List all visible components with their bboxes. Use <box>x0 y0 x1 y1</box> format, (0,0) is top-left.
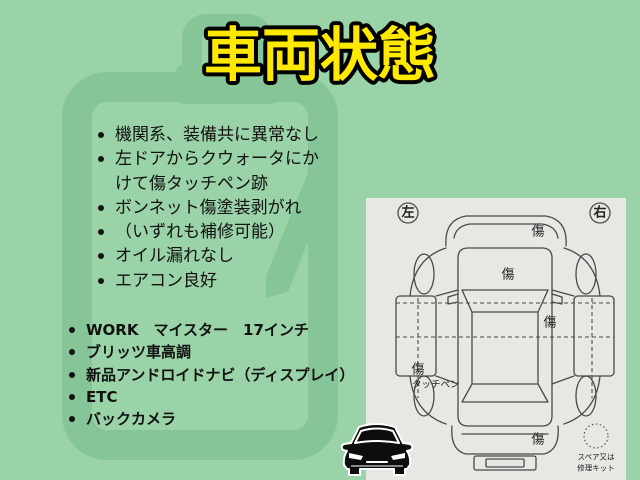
condition-text: エアコン良好 <box>115 270 217 291</box>
bullet-dot-icon <box>98 132 104 138</box>
bullet-dot-icon <box>69 393 75 400</box>
condition-item: オイル漏れなし <box>96 244 346 268</box>
condition-text-continued: けて傷タッチペン跡 <box>115 173 268 194</box>
left-side-badge: 左 <box>397 202 419 224</box>
damage-mark: 傷 <box>501 268 514 283</box>
touch-pen-note: タッチペン <box>412 380 460 391</box>
equipment-item: バックカメラ <box>67 408 362 430</box>
condition-text: 左ドアからクウォータにか <box>115 149 319 170</box>
condition-text: 機関系、装備共に異常なし <box>115 125 319 145</box>
condition-item: エアコン良好 <box>96 269 346 293</box>
bullet-dot-icon <box>98 229 104 236</box>
bullet-dot-icon <box>98 277 104 284</box>
equipment-text: 新品アンドロイドナビ（ディスプレイ） <box>86 365 355 384</box>
bullet-dot-icon <box>98 156 104 163</box>
equipment-item: ブリッツ車高調 <box>67 341 362 363</box>
condition-item: ボンネット傷塗装剥がれ <box>96 196 346 220</box>
condition-item: （いずれも補修可能） <box>96 220 346 244</box>
bullet-dot-icon <box>98 253 104 260</box>
spare-tire-label: 修理キット <box>577 463 615 473</box>
bullet-dot-icon <box>69 416 75 423</box>
damage-mark: 傷 <box>531 433 544 448</box>
bullet-dot-icon <box>69 349 75 356</box>
page-title: 車両状態 <box>204 21 436 89</box>
damage-mark: 傷 <box>411 363 424 378</box>
spare-tire-circle-icon <box>583 423 609 449</box>
spare-tire-label: スペア又は <box>578 453 615 462</box>
condition-list: 機関系、装備共に異常なし 左ドアからクウォータにか けて傷タッチペン跡 ボンネッ… <box>96 123 346 293</box>
equipment-text: WORK マイスター 17インチ <box>86 321 309 339</box>
bullet-dot-icon <box>98 204 104 211</box>
car-damage-diagram: 左 右 <box>395 202 615 473</box>
condition-item: 機関系、装備共に異常なし <box>96 123 346 147</box>
condition-text: オイル漏れなし <box>115 246 234 267</box>
damage-mark: 傷 <box>531 225 544 240</box>
bullet-dot-icon <box>69 371 75 378</box>
car-front-icon <box>340 423 414 476</box>
condition-item: 左ドアからクウォータにか けて傷タッチペン跡 <box>96 147 346 196</box>
bullet-dot-icon <box>69 327 75 333</box>
condition-text: （いずれも補修可能） <box>115 222 285 243</box>
right-side-label: 右 <box>592 205 606 221</box>
equipment-text: ブリッツ車高調 <box>86 343 192 362</box>
equipment-item: 新品アンドロイドナビ（ディスプレイ） <box>67 364 362 386</box>
condition-text: ボンネット傷塗装剥がれ <box>115 197 302 218</box>
damage-mark: 傷 <box>543 316 556 331</box>
equipment-item: ETC <box>67 386 362 408</box>
title-banner: 車両状態 <box>200 17 440 93</box>
equipment-text: バックカメラ <box>86 410 177 429</box>
right-side-badge: 右 <box>589 202 611 224</box>
equipment-text: ETC <box>86 387 118 406</box>
car-outline <box>395 215 615 471</box>
equipment-list: WORK マイスター 17インチ ブリッツ車高調 新品アンドロイドナビ（ディスプ… <box>67 319 362 430</box>
left-side-label: 左 <box>401 205 414 221</box>
damage-diagram-sheet: 左 右 <box>366 198 626 480</box>
equipment-item: WORK マイスター 17インチ <box>67 319 362 341</box>
